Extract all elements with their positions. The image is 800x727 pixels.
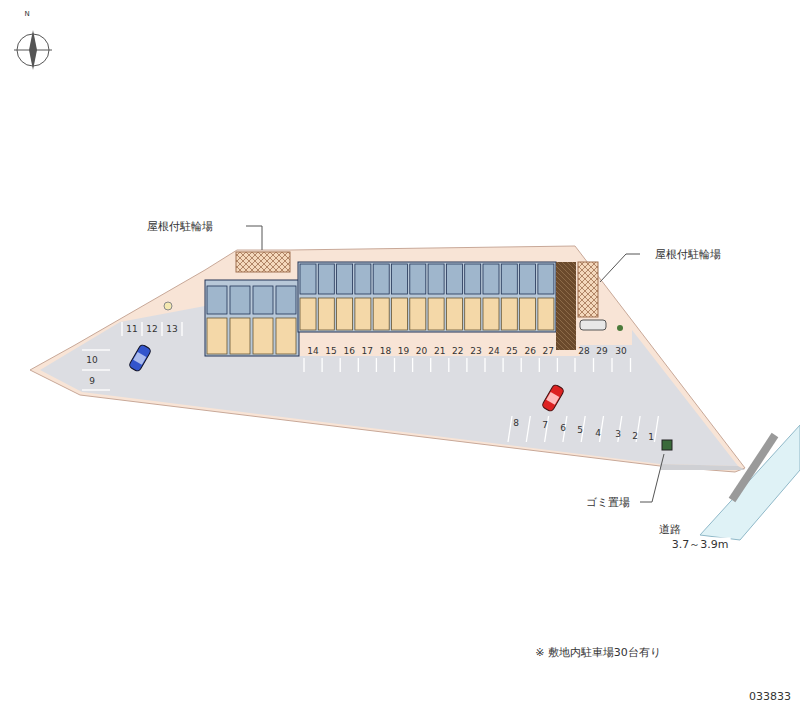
- parking-number: 8: [513, 419, 519, 428]
- parking-number: 21: [434, 347, 445, 356]
- unit: [520, 298, 536, 330]
- unit: [253, 318, 273, 354]
- building: [205, 280, 299, 356]
- parking-number: 6: [560, 424, 566, 433]
- parking-number: 11: [126, 325, 137, 334]
- map-label: 屋根付駐輪場: [145, 220, 215, 233]
- parking-number: 14: [307, 347, 318, 356]
- parking-number: 24: [488, 347, 499, 356]
- parking-number: 23: [470, 347, 481, 356]
- unit: [483, 298, 499, 330]
- unit: [207, 286, 227, 314]
- bike-shelter: [578, 262, 598, 317]
- compass: [14, 30, 52, 70]
- unit: [318, 264, 334, 294]
- unit: [373, 264, 389, 294]
- unit: [300, 298, 316, 330]
- unit: [538, 298, 554, 330]
- unit: [276, 318, 296, 354]
- parking-number: 1: [648, 433, 654, 442]
- map-label: 3.7～3.9m: [670, 538, 731, 551]
- parking-number: 17: [362, 347, 373, 356]
- unit: [501, 264, 517, 294]
- parking-number: 7: [542, 421, 548, 430]
- leader-line: [640, 454, 664, 502]
- leader-line: [600, 254, 640, 282]
- unit: [483, 264, 499, 294]
- garbage-area: [662, 440, 672, 450]
- bike-rack: [580, 320, 606, 330]
- unit: [230, 286, 250, 314]
- parking-number: 18: [380, 347, 391, 356]
- unit: [465, 264, 481, 294]
- site-boundary: [30, 246, 745, 472]
- wall: [556, 262, 576, 350]
- leader-line: [246, 226, 262, 250]
- parking-number: 13: [166, 325, 177, 334]
- unit: [392, 264, 408, 294]
- parking-number: 16: [343, 347, 354, 356]
- parking-number: 20: [416, 347, 427, 356]
- unit: [276, 286, 296, 314]
- parking-number: 4: [595, 429, 601, 438]
- map-label: 道路: [657, 523, 683, 536]
- parking-number: 10: [86, 356, 97, 365]
- unit: [446, 298, 462, 330]
- unit: [318, 298, 334, 330]
- unit: [373, 298, 389, 330]
- unit: [446, 264, 462, 294]
- parking-number: 27: [543, 347, 554, 356]
- parking-number: 12: [146, 325, 157, 334]
- unit: [253, 286, 273, 314]
- parking-number: 3: [615, 430, 621, 439]
- parking-number: 9: [89, 377, 95, 386]
- building: [298, 262, 556, 332]
- parking-number: 29: [596, 347, 607, 356]
- parking-number: 25: [506, 347, 517, 356]
- map-label: N: [24, 11, 29, 18]
- unit: [337, 264, 353, 294]
- unit: [355, 264, 371, 294]
- unit: [392, 298, 408, 330]
- unit: [501, 298, 517, 330]
- parking-number: 5: [577, 426, 583, 435]
- unit: [337, 298, 353, 330]
- parking-number: 15: [325, 347, 336, 356]
- map-label: ゴミ置場: [584, 496, 632, 509]
- parking-number: 26: [524, 347, 535, 356]
- unit: [410, 298, 426, 330]
- car-blue: [128, 344, 151, 373]
- unit: [465, 298, 481, 330]
- unit: [230, 318, 250, 354]
- unit: [300, 264, 316, 294]
- unit: [520, 264, 536, 294]
- parking-number: 2: [632, 432, 638, 441]
- parking-number: 19: [398, 347, 409, 356]
- unit: [355, 298, 371, 330]
- map-label: 033833: [747, 690, 793, 703]
- map-label: ※ 敷地内駐車場30台有り: [533, 646, 663, 659]
- map-label: 屋根付駐輪場: [653, 248, 723, 261]
- parking-number: 30: [615, 347, 626, 356]
- unit: [410, 264, 426, 294]
- unit: [207, 318, 227, 354]
- unit: [428, 298, 444, 330]
- car-red: [541, 384, 564, 413]
- unit: [428, 264, 444, 294]
- parking-number: 28: [578, 347, 589, 356]
- bike-shelter: [236, 252, 290, 272]
- parking-number: 22: [452, 347, 463, 356]
- unit: [538, 264, 554, 294]
